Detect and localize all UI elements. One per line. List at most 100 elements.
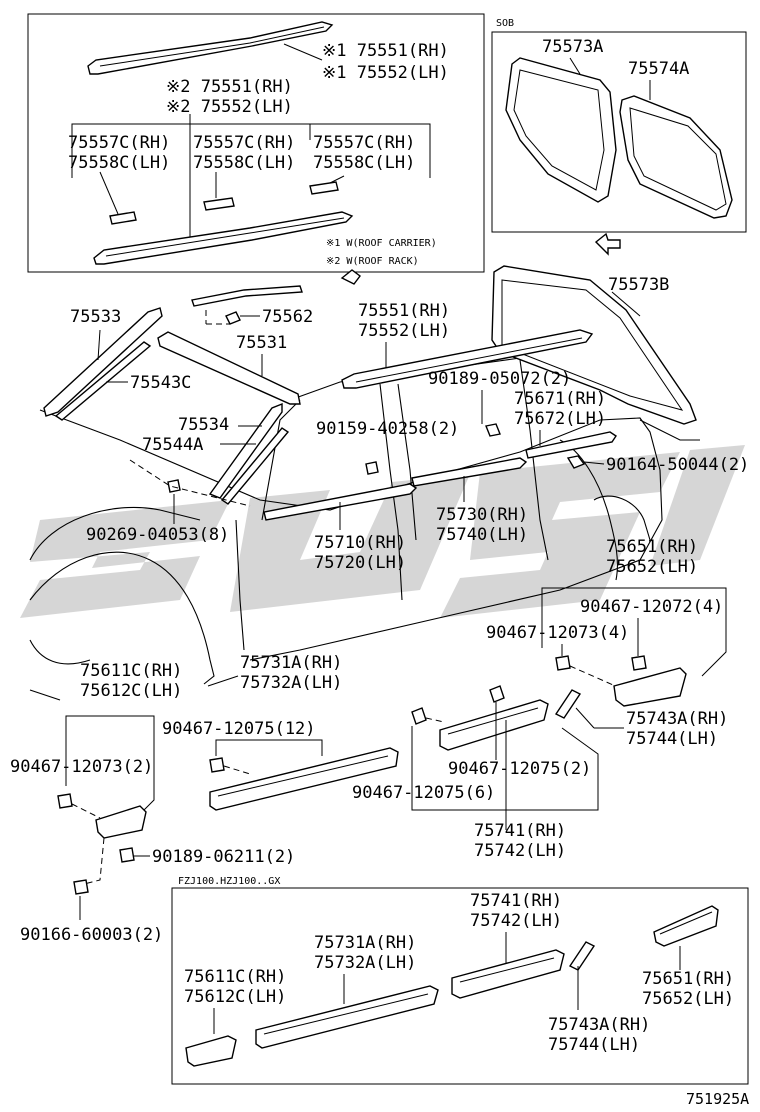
quarter-glass-weatherstrip-panel: SOB 75573A 75574A xyxy=(491,18,747,256)
clip-90467-12075 xyxy=(489,685,505,703)
roof-rail-75551 xyxy=(341,329,594,389)
cover-c-lh-label: 75558C(LH) xyxy=(313,153,415,173)
gx-part-75731a-label: 75731A(RH) xyxy=(314,933,416,953)
part-75672-label: 75672(LH) xyxy=(514,409,606,429)
panel-border xyxy=(171,887,749,1085)
gx-molding-75731a xyxy=(255,985,439,1049)
gx-part-75742-label: 75742(LH) xyxy=(470,911,562,931)
note-roof-rack: ※2 W(ROOF RACK) xyxy=(326,256,419,267)
part-90189-05072-label: 90189-05072(2) xyxy=(428,369,571,389)
weatherstrip-75574a xyxy=(619,95,733,219)
part-75731a-label: 75731A(RH) xyxy=(240,653,342,673)
gx-molding-75611c xyxy=(185,1035,237,1067)
clip-90189-06211 xyxy=(119,847,135,863)
clip-90159-40258 xyxy=(365,461,379,475)
part-75651-label: 75651(RH) xyxy=(606,537,698,557)
variant-tag: SOB xyxy=(496,18,514,29)
gx-part-75652-label: 75652(LH) xyxy=(642,989,734,1009)
clip-75562 xyxy=(225,311,241,325)
watermark-logo xyxy=(20,445,745,618)
part-75573a-label: 75573A xyxy=(542,37,603,57)
part-75612c-label: 75612C(LH) xyxy=(80,681,182,701)
weatherstrip-75573a xyxy=(505,57,617,203)
roof-rack-rail-part xyxy=(93,211,354,265)
part-90467-12075-b-label: 90467-12075(2) xyxy=(448,759,591,779)
clip-90467-12073 xyxy=(57,793,73,809)
clip-90467-12072 xyxy=(631,655,647,671)
part-75742-label: 75742(LH) xyxy=(474,841,566,861)
part-75720-label: 75720(LH) xyxy=(314,553,406,573)
panel-border xyxy=(491,31,747,233)
gx-variant-panel: FZJ100.HZJ100..GX 75741(RH) 75742(LH) 75… xyxy=(171,876,749,1085)
cover-b-rh-label: 75557C(RH) xyxy=(193,133,295,153)
part-75573b-label: 75573B xyxy=(608,275,669,295)
part-75730-label: 75730(RH) xyxy=(436,505,528,525)
pointer-arrow xyxy=(340,269,361,285)
panel-border xyxy=(27,13,485,273)
part-90159-40258-label: 90159-40258(2) xyxy=(316,419,459,439)
gx-molding-75651 xyxy=(653,905,719,947)
molding-75730 xyxy=(411,457,528,487)
part-75710-label: 75710(RH) xyxy=(314,533,406,553)
gx-part-75611c-label: 75611C(RH) xyxy=(184,967,286,987)
cover-c-rh-label: 75557C(RH) xyxy=(313,133,415,153)
part-90269-04053-label: 90269-04053(8) xyxy=(86,525,229,545)
part-75544a-label: 75544A xyxy=(142,435,203,455)
molding-75671 xyxy=(525,431,617,459)
clip-90467-12073 xyxy=(555,655,571,671)
clip-90269-04053 xyxy=(167,479,181,493)
variant-tag: FZJ100.HZJ100..GX xyxy=(178,876,280,887)
part-75531-label: 75531 xyxy=(236,333,287,353)
part-75611c-label: 75611C(RH) xyxy=(80,661,182,681)
part-75744-label: 75744(LH) xyxy=(626,729,718,749)
cover-a-lh-label: 75558C(LH) xyxy=(68,153,170,173)
molding-75543c xyxy=(54,341,152,421)
part-90189-06211-label: 90189-06211(2) xyxy=(152,847,295,867)
rail-cover-part xyxy=(109,211,137,225)
part-75543c-label: 75543C xyxy=(130,373,191,393)
clip-90189-05072 xyxy=(485,423,501,437)
part-75534-label: 75534 xyxy=(178,415,229,435)
molding-75534 xyxy=(208,402,283,499)
part-90467-12073-a-label: 90467-12073(4) xyxy=(486,623,629,643)
vehicle-body-outline xyxy=(29,349,700,701)
rail-mid-rh-label: ※2 75551(RH) xyxy=(166,77,293,97)
cover-b-lh-label: 75558C(LH) xyxy=(193,153,295,173)
part-90467-12073-b-label: 90467-12073(2) xyxy=(10,757,153,777)
main-exploded-parts: 75573B 75533 75543C 75562 75531 75534 75… xyxy=(10,265,749,945)
part-75671-label: 75671(RH) xyxy=(514,389,606,409)
gx-part-75743a-label: 75743A(RH) xyxy=(548,1015,650,1035)
rail-cover-part xyxy=(203,197,235,211)
part-90467-12072-label: 90467-12072(4) xyxy=(580,597,723,617)
rail-cover-part xyxy=(309,181,339,195)
rail-top-lh-label: ※1 75552(LH) xyxy=(322,63,449,83)
part-75652-label: 75652(LH) xyxy=(606,557,698,577)
gx-part-75612c-label: 75612C(LH) xyxy=(184,987,286,1007)
pointer-arrow xyxy=(594,232,621,256)
rail-top-rh-label: ※1 75551(RH) xyxy=(322,41,449,61)
molding-75651 xyxy=(613,667,687,707)
part-75552-label: 75552(LH) xyxy=(358,321,450,341)
cover-a-rh-label: 75557C(RH) xyxy=(68,133,170,153)
molding-75741 xyxy=(439,699,549,751)
roof-rail-variants-panel: ※1 75551(RH) ※1 75552(LH) ※2 75551(RH) ※… xyxy=(27,13,485,273)
molding-75531 xyxy=(157,331,301,405)
molding-75611c xyxy=(95,805,147,839)
molding-75544a xyxy=(220,427,290,505)
roof-rail-carrier-part xyxy=(87,21,334,75)
screw-90164-50044 xyxy=(566,455,586,469)
part-75533-label: 75533 xyxy=(70,307,121,327)
gx-part-75744-label: 75744(LH) xyxy=(548,1035,640,1055)
molding-75731a xyxy=(209,747,399,811)
part-75732a-label: 75732A(LH) xyxy=(240,673,342,693)
clip-90467-12075 xyxy=(209,757,225,773)
part-90166-60003-label: 90166-60003(2) xyxy=(20,925,163,945)
gx-part-75651-label: 75651(RH) xyxy=(642,969,734,989)
part-75740-label: 75740(LH) xyxy=(436,525,528,545)
figure-id: 751925A xyxy=(686,1090,749,1108)
gx-molding-75741 xyxy=(451,949,565,999)
rail-mid-lh-label: ※2 75552(LH) xyxy=(166,97,293,117)
gx-part-75741-label: 75741(RH) xyxy=(470,891,562,911)
part-75574a-label: 75574A xyxy=(628,59,689,79)
